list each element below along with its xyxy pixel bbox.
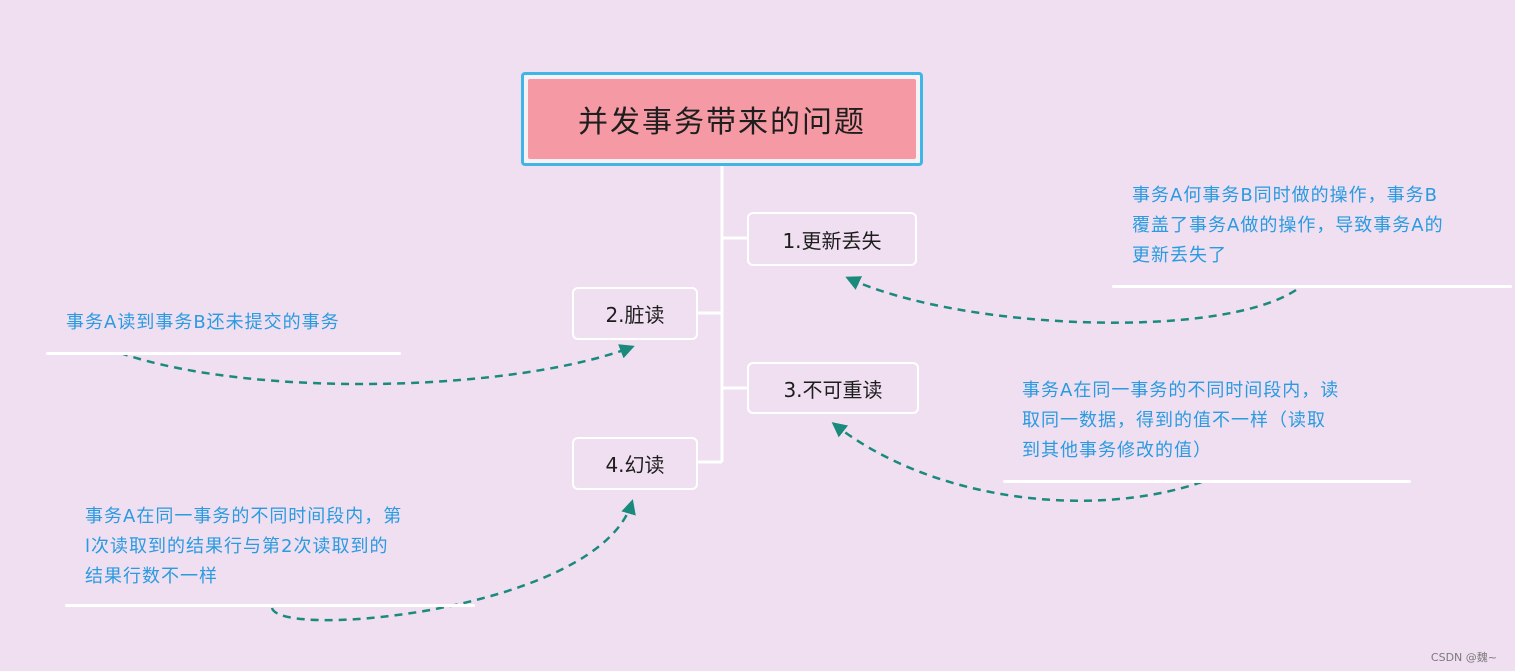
branch-non-repeatable-read[interactable]: 3.不可重读 [747, 362, 919, 414]
arrow-note-2 [119, 344, 635, 386]
note-underline [1003, 480, 1411, 483]
note-line-text: 取同一数据，得到的值不一样（读取 [1022, 410, 1326, 431]
note-line-text: 事务A读到事务B还未提交的事务 [66, 312, 340, 333]
note-line-text: l次读取到的结果行与第2次读取到的 [85, 536, 389, 557]
note-phantom-read: 事务A在同一事务的不同时间段内，第 l次读取到的结果行与第2次读取到的 结果行数… [85, 502, 402, 592]
arrow-note-1 [845, 276, 1297, 324]
arrow-note-3 [831, 422, 1203, 502]
arrow-note-4 [270, 499, 636, 622]
root-topic-title: 并发事务带来的问题 [528, 79, 916, 159]
note-underline [46, 352, 401, 355]
note-line-text: 更新丢失了 [1132, 245, 1227, 266]
note-underline [65, 604, 475, 607]
note-line-text: 事务A在同一事务的不同时间段内，第 [85, 506, 403, 527]
branch-update-lost[interactable]: 1.更新丢失 [747, 212, 917, 266]
note-underline [1112, 285, 1512, 288]
note-line-text: 到其他事务修改的值） [1022, 440, 1212, 461]
note-line-text: 结果行数不一样 [85, 566, 218, 587]
note-dirty-read: 事务A读到事务B还未提交的事务 [66, 308, 340, 338]
note-non-repeatable-read: 事务A在同一事务的不同时间段内，读 取同一数据，得到的值不一样（读取 到其他事务… [1022, 376, 1339, 466]
note-line-text: 事务A何事务B同时做的操作，事务B [1132, 185, 1439, 206]
watermark: CSDN @魏~ [1430, 651, 1497, 664]
branch-dirty-read[interactable]: 2.脏读 [572, 287, 698, 340]
note-update-lost: 事务A何事务B同时做的操作，事务B 覆盖了事务A做的操作，导致事务A的 更新丢失… [1132, 181, 1444, 271]
branch-phantom-read[interactable]: 4.幻读 [572, 437, 698, 490]
root-topic[interactable]: 并发事务带来的问题 [521, 72, 923, 166]
note-line-text: 事务A在同一事务的不同时间段内，读 [1022, 380, 1340, 401]
note-line-text: 覆盖了事务A做的操作，导致事务A的 [1132, 215, 1444, 236]
